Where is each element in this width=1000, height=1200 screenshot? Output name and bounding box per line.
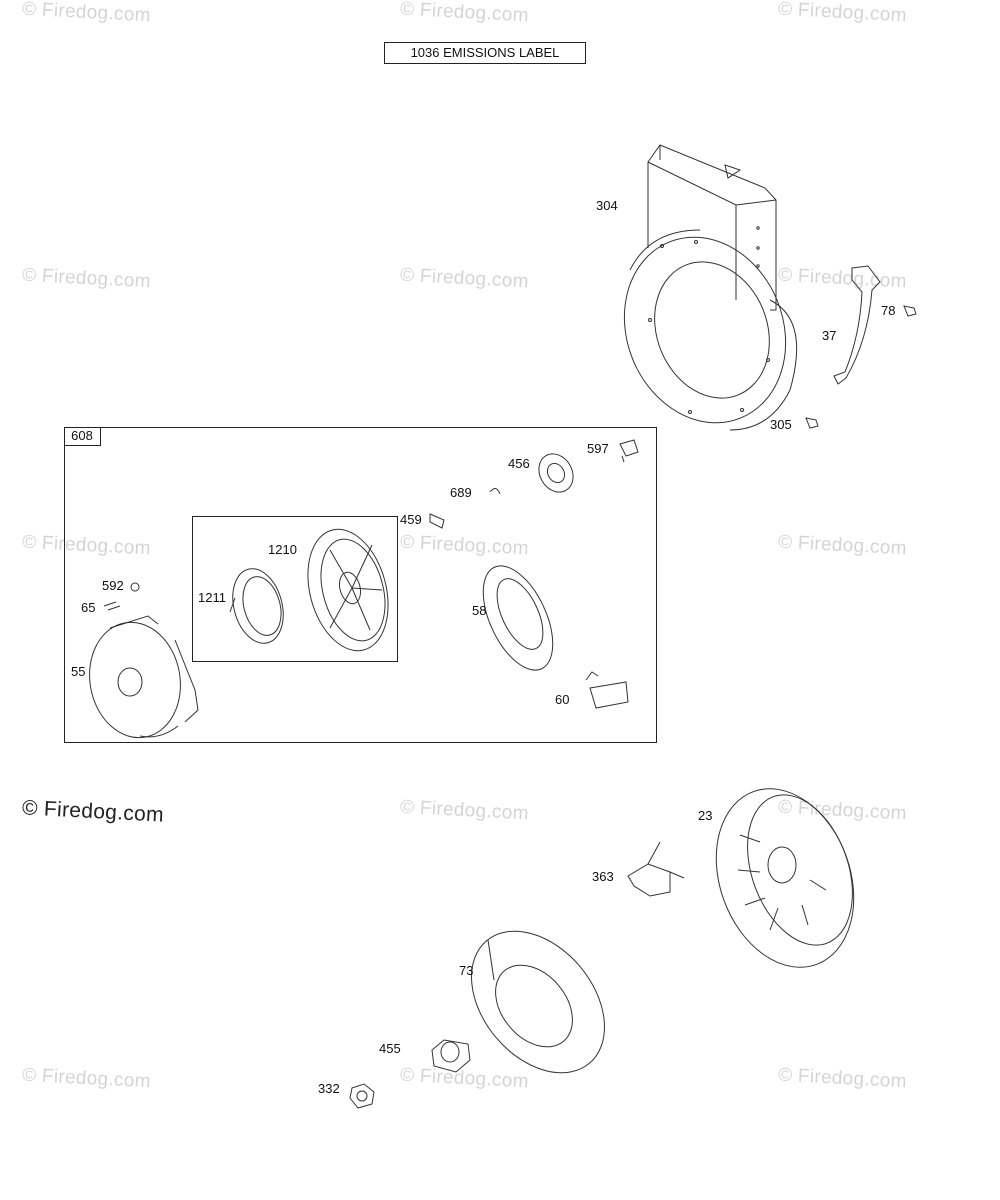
kit-number-tag: 608 (64, 427, 101, 446)
part-label-332: 332 (318, 1081, 340, 1096)
part-label-455: 455 (379, 1041, 401, 1056)
rewind-starter-kit-box (64, 427, 657, 743)
starter-housing-part-55[interactable] (81, 615, 199, 745)
bracket-part-37[interactable] (833, 265, 881, 385)
part-label-23: 23 (698, 808, 713, 823)
flywheel-part-23[interactable] (692, 769, 877, 986)
screw-part-305[interactable] (805, 417, 819, 429)
dog-part-459[interactable] (429, 513, 445, 529)
part-label-597: 597 (587, 441, 609, 456)
screw-part-597[interactable] (619, 439, 639, 463)
cup-part-455[interactable] (431, 1039, 471, 1073)
part-label-73: 73 (459, 963, 474, 978)
part-label-58: 58 (472, 603, 487, 618)
clip-part-689[interactable] (489, 488, 501, 495)
part-label-1210: 1210 (268, 542, 297, 557)
spring-part-1211[interactable] (225, 563, 291, 649)
guard-part-58[interactable] (469, 555, 567, 680)
pulley-spring-subassembly-box (192, 516, 398, 662)
armature-part-363[interactable] (627, 841, 685, 897)
part-label-592: 592 (102, 578, 124, 593)
part-label-305: 305 (770, 417, 792, 432)
part-label-363: 363 (592, 869, 614, 884)
part-label-55: 55 (71, 664, 86, 679)
part-label-78: 78 (881, 303, 896, 318)
handle-part-60[interactable] (585, 671, 629, 709)
screw-part-78[interactable] (903, 305, 917, 317)
nut-part-592[interactable] (130, 582, 140, 592)
part-label-456: 456 (508, 456, 530, 471)
emissions-label-title: 1036 EMISSIONS LABEL (384, 42, 586, 64)
cam-part-456[interactable] (532, 448, 580, 499)
part-label-304: 304 (596, 198, 618, 213)
screw-part-65[interactable] (103, 601, 121, 611)
blower-housing-part-304[interactable] (597, 144, 813, 447)
screen-part-73[interactable] (444, 905, 631, 1098)
part-label-459: 459 (400, 512, 422, 527)
part-label-65: 65 (81, 600, 96, 615)
part-label-37: 37 (822, 328, 837, 343)
nut-part-332[interactable] (349, 1083, 375, 1109)
part-label-60: 60 (555, 692, 570, 707)
part-label-1211: 1211 (198, 590, 226, 605)
part-label-689: 689 (450, 485, 472, 500)
pulley-part-1210[interactable] (295, 520, 401, 659)
